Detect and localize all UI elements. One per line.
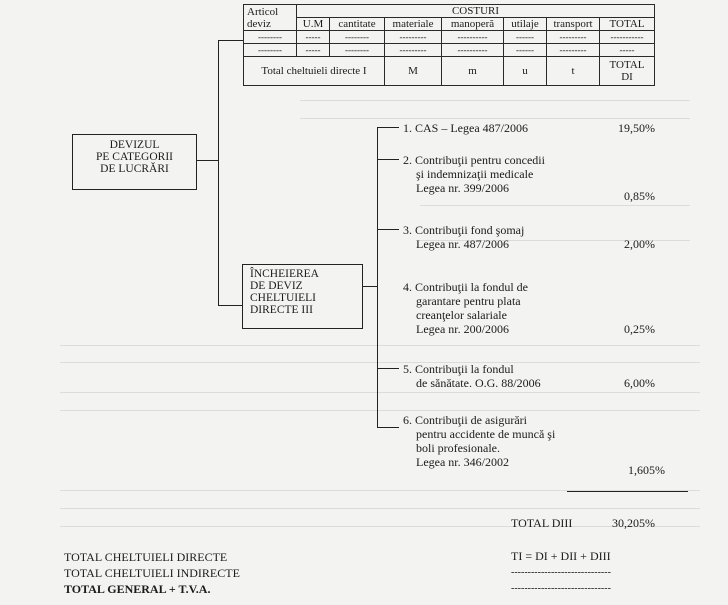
connector-item-6 [377,427,399,428]
item-5-line1: 5. Contribuţii la fondul [403,362,514,376]
item-2-line3: Legea nr. 399/2006 [416,181,509,195]
header-articol-line2: deviz [247,17,271,30]
item-5-percent: 6,00% [624,376,655,390]
dashes-indirecte: ------------------------------ [511,567,611,578]
item-3: 3. Contribuţii fond şomaj Legea nr. 487/… [403,223,524,251]
dashes-general: ------------------------------ [511,583,611,594]
incheiere-box-line4: DIRECTE III [250,304,313,316]
col-um: U.M [296,17,330,31]
connector-main-vertical [218,40,219,306]
connector-items-vertical [377,127,378,427]
dash-cell: --------- [546,30,600,44]
item-3-line2: Legea nr. 487/2006 [416,237,509,251]
incheiere-box-line3: CHELTUIELI [250,292,317,304]
incheiere-box-line1: ÎNCHEIEREA [250,268,319,280]
item-5: 5. Contribuţii la fondul de sănătate. O.… [403,362,541,390]
item-5-line2: de sănătate. O.G. 88/2006 [416,376,541,390]
item-6-line2: pentru accidente de muncă şi [416,427,556,441]
total-u: u [503,56,547,86]
header-costuri: COSTURI [296,4,655,18]
connector-item-1 [377,127,399,128]
item-2-percent: 0,85% [624,189,655,203]
dash-cell: ----------- [599,30,655,44]
total-di-line1: TOTAL [609,59,645,71]
item-2-line1: 2. Contribuţii pentru concedii [403,153,545,167]
total-cheltuieli-directe: TOTAL CHELTUIELI DIRECTE [64,550,228,564]
connector-item-5 [377,368,399,369]
item-4-line3: creanţelor salariale [416,308,507,322]
dash-cell: --------- [384,30,442,44]
item-1-line1: 1. CAS – Legea 487/2006 [403,121,528,135]
item-1-percent: 19,50% [618,121,655,135]
dash-cell: ---------- [441,30,504,44]
col-total: TOTAL [599,17,655,31]
connector-incheiere-right [361,286,378,287]
total-di-line2: DI [621,71,633,83]
total-direct-label: Total cheltuieli directe I [243,56,385,86]
total-t: t [546,56,600,86]
deviz-box-line3: DE LUCRĂRI [100,163,169,175]
dash-cell: -------- [329,43,385,57]
item-1: 1. CAS – Legea 487/2006 [403,121,528,135]
dash-cell: -------- [243,30,297,44]
dash-cell: ------ [503,43,547,57]
col-utilaje: utilaje [503,17,547,31]
connector-to-table [218,40,243,41]
formula-ti: TI = DI + DII + DIII [511,549,611,563]
incheiere-deviz-box: ÎNCHEIEREA DE DEVIZ CHELTUIELI DIRECTE I… [242,264,363,329]
connector-item-3 [377,229,399,230]
incheiere-box-line2: DE DEVIZ [250,280,303,292]
deviz-categorii-box: DEVIZUL PE CATEGORII DE LUCRĂRI [72,134,197,190]
dash-cell: ---------- [441,43,504,57]
item-6-line1: 6. Contribuţii de asigurări [403,413,527,427]
item-6-line4: Legea nr. 346/2002 [416,455,509,469]
deviz-box-line1: DEVIZUL [109,139,160,151]
deviz-table: Articol deviz COSTURI U.M cantitate mate… [243,4,655,86]
item-6: 6. Contribuţii de asigurări pentru accid… [403,413,555,469]
dash-cell: ------ [503,30,547,44]
dash-cell: ----- [296,30,330,44]
item-2-line2: şi indemnizaţii medicale [416,167,534,181]
total-di: TOTAL DI [599,56,655,86]
total-diii-value: 30,205% [612,516,655,530]
connector-item-2 [377,159,399,160]
total-m-small: m [441,56,504,86]
col-transport: transport [546,17,600,31]
header-articol: Articol deviz [243,4,297,31]
total-general-tva: TOTAL GENERAL + T.V.A. [64,582,211,596]
dash-cell: ----- [599,43,655,57]
item-6-line3: boli profesionale. [416,441,500,455]
col-manopera: manoperă [441,17,504,31]
dash-cell: -------- [329,30,385,44]
item-4-line4: Legea nr. 200/2006 [416,322,509,336]
item-2: 2. Contribuţii pentru concedii şi indemn… [403,153,545,195]
deviz-box-line2: PE CATEGORII [96,151,173,163]
dash-cell: ----- [296,43,330,57]
dash-cell: --------- [384,43,442,57]
col-materiale: materiale [384,17,442,31]
item-4-line1: 4. Contribuţii la fondul de [403,280,528,294]
item-3-line1: 3. Contribuţii fond şomaj [403,223,525,237]
header-articol-line1: Articol [247,5,279,18]
col-cantitate: cantitate [329,17,385,31]
total-m: M [384,56,442,86]
dash-cell: --------- [546,43,600,57]
item-4-percent: 0,25% [624,322,655,336]
item-3-percent: 2,00% [624,237,655,251]
connector-from-deviz [196,160,219,161]
item-6-percent: 1,605% [628,463,665,477]
item-4-line2: garantare pentru plata [416,294,521,308]
total-diii-label: TOTAL DIII [511,516,573,530]
total-cheltuieli-indirecte: TOTAL CHELTUIELI INDIRECTE [64,566,240,580]
connector-to-incheiere [218,305,242,306]
sum-line [567,491,688,492]
item-4: 4. Contribuţii la fondul de garantare pe… [403,280,528,336]
dash-cell: -------- [243,43,297,57]
